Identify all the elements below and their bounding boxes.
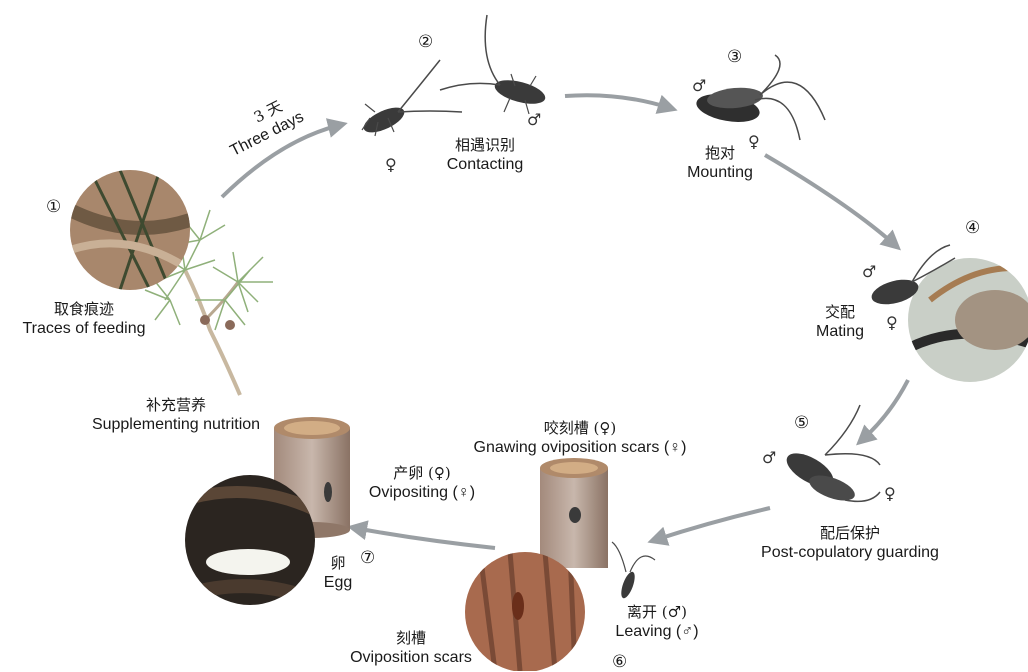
mating-photo	[905, 255, 1028, 385]
label-en: Supplementing nutrition	[76, 415, 276, 435]
stage-label-mating: 交配 Mating	[810, 302, 870, 342]
label-en: Ovipositing (♀)	[357, 483, 487, 503]
egg-icon	[206, 549, 290, 575]
stage-number: ⑥	[612, 652, 627, 672]
stage-label-egg: 卵 Egg	[318, 553, 358, 593]
stage-label-leaving: 离开 (♂) Leaving (♂)	[602, 602, 712, 642]
stage-label-mounting: 抱对 Mounting	[670, 143, 770, 183]
stage-label-guarding: 配后保护 Post-copulatory guarding	[740, 523, 960, 563]
female-symbol: ♀	[884, 484, 896, 503]
male-symbol: ♂	[692, 76, 706, 95]
stage-number: ①	[46, 197, 61, 217]
label-scars: 刻槽 Oviposition scars	[336, 628, 486, 668]
male-symbol: ♂	[527, 110, 541, 129]
stage-number: ③	[727, 47, 742, 67]
label-gnawing: 咬刻槽 (♀) Gnawing oviposition scars (♀)	[450, 418, 710, 458]
beetle-icon	[440, 15, 548, 114]
label-en: Oviposition scars	[336, 648, 486, 668]
log-icon	[540, 458, 608, 568]
stage-cn: 配后保护	[740, 523, 960, 543]
stage-cn: 卵	[318, 553, 358, 573]
stage-label-contacting: 相遇识别 Contacting	[430, 135, 540, 175]
feeding-photo	[70, 170, 190, 290]
stage-en: Egg	[318, 573, 358, 593]
label-en: Gnawing oviposition scars (♀)	[450, 438, 710, 458]
stage-number: ⑤	[794, 413, 809, 433]
stage-number: ④	[965, 218, 980, 238]
stage-number: ⑦	[360, 548, 375, 568]
male-symbol: ♂	[862, 262, 876, 281]
stage-en: Mounting	[670, 163, 770, 183]
female-symbol: ♀	[886, 313, 898, 332]
label-ovipositing: 产卵 (♀) Ovipositing (♀)	[357, 463, 487, 503]
stage-cn: 离开 (♂)	[602, 602, 712, 622]
male-symbol: ♂	[762, 448, 776, 467]
stage-en: Traces of feeding	[4, 319, 164, 339]
stage-number: ②	[418, 32, 433, 52]
stage-en: Mating	[810, 322, 870, 342]
label-cn: 产卵 (♀)	[357, 463, 487, 483]
stage-en: Post-copulatory guarding	[740, 543, 960, 563]
stage-en: Leaving (♂)	[602, 622, 712, 642]
label-cn: 补充营养	[76, 395, 276, 415]
stage-en: Contacting	[430, 155, 540, 175]
stage-cn: 相遇识别	[430, 135, 540, 155]
label-supplement: 补充营养 Supplementing nutrition	[76, 395, 276, 435]
label-cn: 刻槽	[336, 628, 486, 648]
stage-cn: 交配	[810, 302, 870, 322]
egg-photo	[185, 475, 315, 605]
beetle-icon	[694, 55, 825, 140]
stage-cn: 抱对	[670, 143, 770, 163]
label-cn: 咬刻槽 (♀)	[450, 418, 710, 438]
stage-cn: 取食痕迹	[4, 299, 164, 319]
beetle-icon	[612, 542, 655, 600]
female-symbol: ♀	[385, 155, 397, 174]
stage-label-feeding: 取食痕迹 Traces of feeding	[4, 299, 164, 339]
beetle-icon	[360, 60, 462, 137]
